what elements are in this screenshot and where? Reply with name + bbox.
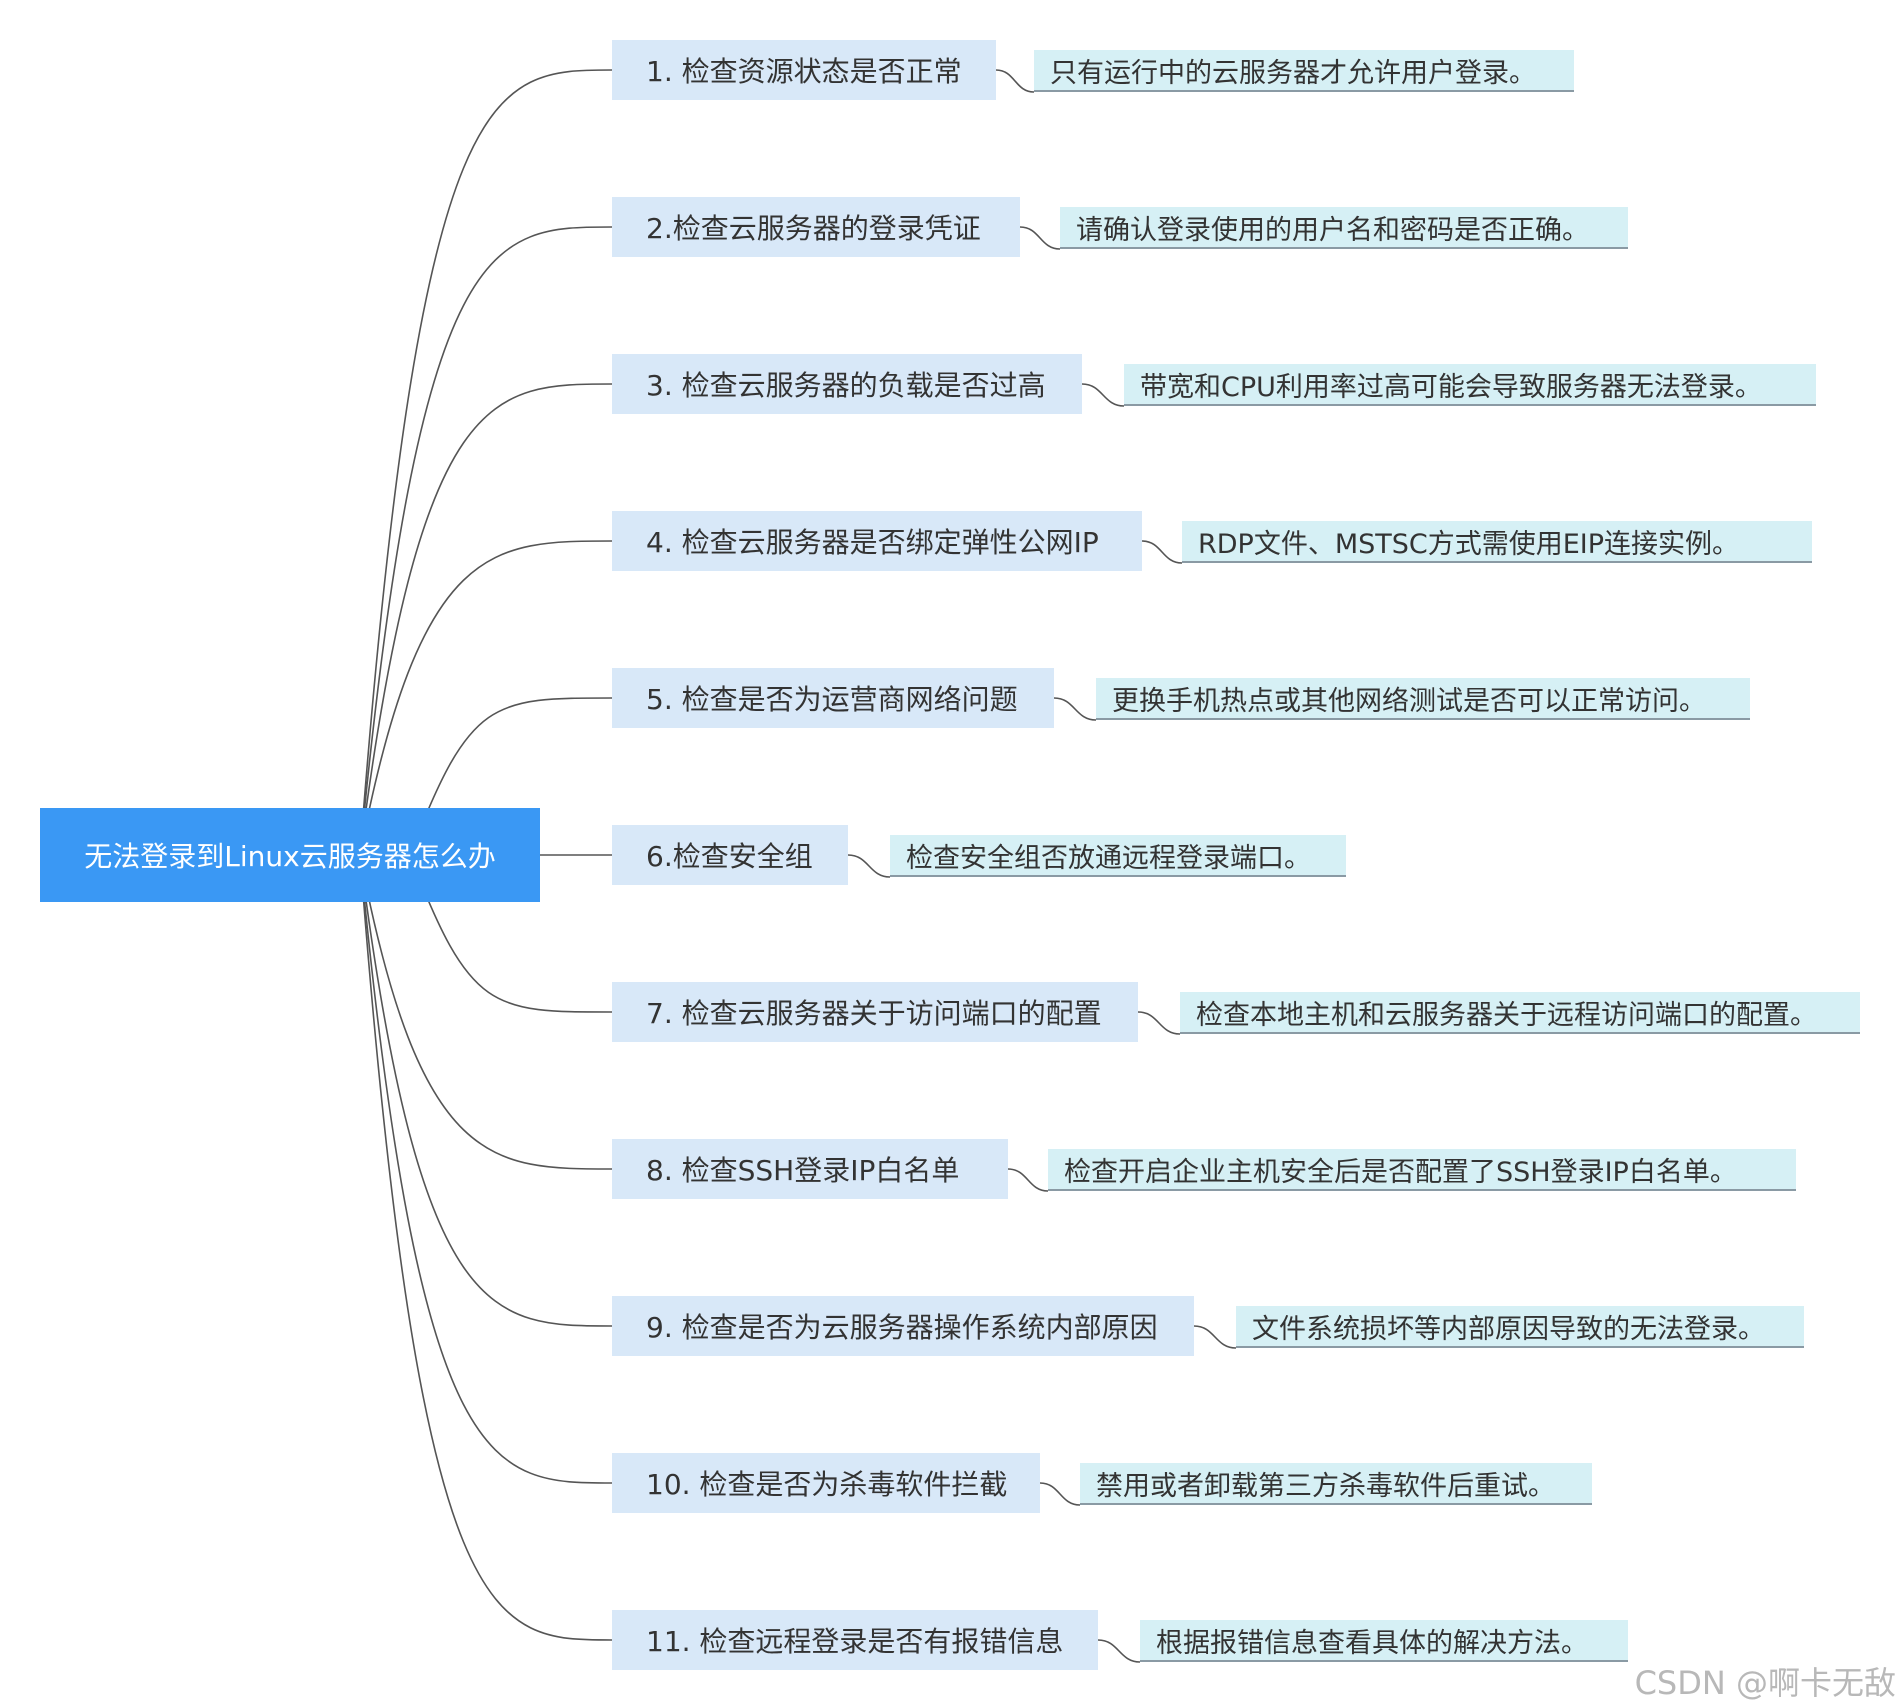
connector-line-1 [359, 69, 613, 856]
note-connector-7 [1137, 1011, 1181, 1035]
note-connector-11 [1097, 1639, 1141, 1663]
branch-note-11[interactable]: 根据报错信息查看具体的解决方法。 [1140, 1620, 1628, 1662]
connector-line-11 [359, 854, 613, 1641]
connector-line-4 [359, 540, 613, 856]
branch-topic-3[interactable]: 3. 检查云服务器的负载是否过高 [612, 354, 1082, 414]
note-connector-1 [995, 69, 1035, 93]
note-connector-8 [1007, 1168, 1049, 1192]
branch-note-1[interactable]: 只有运行中的云服务器才允许用户登录。 [1034, 50, 1574, 92]
branch-topic-6[interactable]: 6.检查安全组 [612, 825, 848, 885]
branch-note-4[interactable]: RDP文件、MSTSC方式需使用EIP连接实例。 [1182, 521, 1812, 563]
connector-line-10 [359, 854, 613, 1484]
branch-topic-1[interactable]: 1. 检查资源状态是否正常 [612, 40, 996, 100]
root-topic[interactable]: 无法登录到Linux云服务器怎么办 [40, 808, 540, 902]
branch-note-3[interactable]: 带宽和CPU利用率过高可能会导致服务器无法登录。 [1124, 364, 1816, 406]
connector-line-9 [359, 854, 613, 1327]
branch-note-6[interactable]: 检查安全组否放通远程登录端口。 [890, 835, 1346, 877]
branch-note-2[interactable]: 请确认登录使用的用户名和密码是否正确。 [1060, 207, 1628, 249]
watermark: CSDN @啊卡无敌 [1634, 1664, 1896, 1702]
branch-topic-2[interactable]: 2.检查云服务器的登录凭证 [612, 197, 1020, 257]
note-connector-6 [847, 854, 891, 878]
note-connector-9 [1193, 1325, 1237, 1349]
connector-line-8 [359, 854, 613, 1170]
branch-note-7[interactable]: 检查本地主机和云服务器关于远程访问端口的配置。 [1180, 992, 1860, 1034]
connector-line-2 [359, 226, 613, 856]
note-connector-5 [1053, 697, 1097, 721]
note-connector-10 [1039, 1482, 1081, 1506]
branch-topic-7[interactable]: 7. 检查云服务器关于访问端口的配置 [612, 982, 1138, 1042]
branch-topic-10[interactable]: 10. 检查是否为杀毒软件拦截 [612, 1453, 1040, 1513]
branch-note-8[interactable]: 检查开启企业主机安全后是否配置了SSH登录IP白名单。 [1048, 1149, 1796, 1191]
note-connector-3 [1081, 383, 1125, 407]
note-connector-4 [1141, 540, 1183, 564]
connector-line-7 [409, 854, 613, 1013]
branch-topic-4[interactable]: 4. 检查云服务器是否绑定弹性公网IP [612, 511, 1142, 571]
branch-note-9[interactable]: 文件系统损坏等内部原因导致的无法登录。 [1236, 1306, 1804, 1348]
branch-note-5[interactable]: 更换手机热点或其他网络测试是否可以正常访问。 [1096, 678, 1750, 720]
note-connector-2 [1019, 226, 1061, 250]
branch-topic-9[interactable]: 9. 检查是否为云服务器操作系统内部原因 [612, 1296, 1194, 1356]
branch-topic-11[interactable]: 11. 检查远程登录是否有报错信息 [612, 1610, 1098, 1670]
connector-line-3 [359, 383, 613, 856]
branch-topic-5[interactable]: 5. 检查是否为运营商网络问题 [612, 668, 1054, 728]
connector-line-5 [409, 697, 613, 856]
branch-topic-8[interactable]: 8. 检查SSH登录IP白名单 [612, 1139, 1008, 1199]
branch-note-10[interactable]: 禁用或者卸载第三方杀毒软件后重试。 [1080, 1463, 1592, 1505]
